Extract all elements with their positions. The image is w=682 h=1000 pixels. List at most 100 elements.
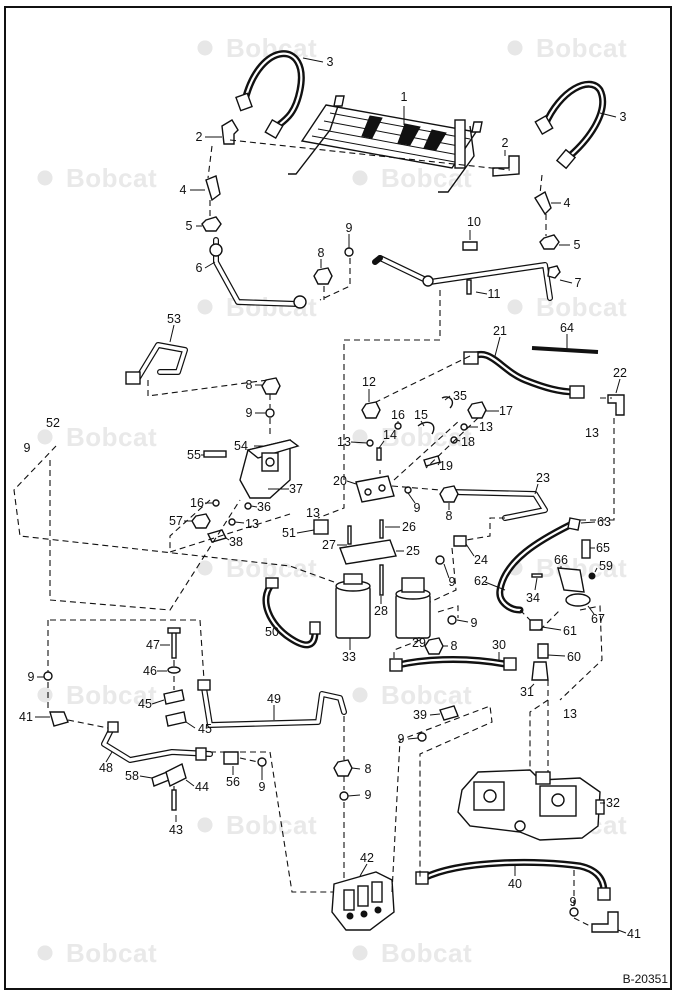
reference-number: B-20351 bbox=[622, 972, 668, 986]
callout-8: 8 bbox=[450, 638, 458, 653]
callout-4: 4 bbox=[563, 195, 571, 210]
callout-48: 48 bbox=[99, 760, 113, 775]
callout-3: 3 bbox=[619, 109, 627, 124]
callout-49: 49 bbox=[267, 691, 281, 706]
callout-66: 66 bbox=[554, 552, 568, 567]
elbow-22 bbox=[607, 378, 625, 416]
callout-29: 29 bbox=[412, 635, 426, 650]
callout-60: 60 bbox=[567, 649, 581, 664]
callout-63: 63 bbox=[597, 514, 611, 529]
filter-29 bbox=[395, 577, 431, 639]
callout-22: 22 bbox=[613, 365, 627, 380]
callout-45: 45 bbox=[198, 721, 212, 736]
callout-55: 55 bbox=[187, 447, 201, 462]
plug-8-upper bbox=[313, 234, 354, 285]
callout-9: 9 bbox=[27, 669, 35, 684]
callout-30: 30 bbox=[492, 637, 506, 652]
callout-9: 9 bbox=[397, 731, 405, 746]
callout-53: 53 bbox=[167, 311, 181, 326]
callout-9: 9 bbox=[364, 787, 372, 802]
callout-16: 16 bbox=[190, 495, 204, 510]
tube-48 bbox=[35, 671, 213, 763]
routing-lines bbox=[13, 139, 615, 927]
callout-42: 42 bbox=[360, 850, 374, 865]
callout-25: 25 bbox=[406, 543, 420, 558]
hose-40 bbox=[415, 858, 611, 901]
callout-46: 46 bbox=[143, 663, 157, 678]
callout-36: 36 bbox=[257, 499, 271, 514]
callout-4: 4 bbox=[179, 182, 187, 197]
callout-9: 9 bbox=[569, 894, 577, 909]
callout-16: 16 bbox=[391, 407, 405, 422]
clamp-stack bbox=[151, 627, 196, 729]
callout-31: 31 bbox=[520, 684, 534, 699]
callout-9: 9 bbox=[23, 440, 31, 455]
callout-41: 41 bbox=[627, 926, 641, 941]
callout-24: 24 bbox=[474, 552, 488, 567]
callout-56: 56 bbox=[226, 774, 240, 789]
hose-3-right bbox=[534, 80, 617, 170]
valve-block-20 bbox=[346, 389, 499, 504]
callout-9: 9 bbox=[448, 574, 456, 589]
callout-27: 27 bbox=[322, 537, 336, 552]
callout-9: 9 bbox=[245, 405, 253, 420]
callout-8: 8 bbox=[317, 245, 325, 260]
callout-34: 34 bbox=[526, 590, 540, 605]
elbow-41-lower bbox=[569, 907, 627, 934]
bracket-25 bbox=[296, 519, 404, 604]
callout-5: 5 bbox=[185, 218, 193, 233]
callout-47: 47 bbox=[146, 637, 160, 652]
callout-3: 3 bbox=[326, 54, 334, 69]
hose-30 bbox=[389, 615, 549, 689]
callout-14: 14 bbox=[383, 427, 397, 442]
callout-13: 13 bbox=[337, 434, 351, 449]
callout-39: 39 bbox=[413, 707, 427, 722]
callout-13: 13 bbox=[245, 516, 259, 531]
control-valve-42 bbox=[331, 863, 395, 931]
fitting-53 bbox=[125, 324, 188, 385]
callout-40: 40 bbox=[508, 876, 522, 891]
hose-50 bbox=[262, 577, 321, 649]
callout-5: 5 bbox=[573, 237, 581, 252]
callout-43: 43 bbox=[169, 822, 183, 837]
tube-23 bbox=[439, 483, 548, 521]
callout-41: 41 bbox=[19, 709, 33, 724]
callout-20: 20 bbox=[333, 473, 347, 488]
callout-50: 50 bbox=[265, 624, 279, 639]
callout-2: 2 bbox=[501, 135, 509, 150]
callout-13: 13 bbox=[563, 706, 577, 721]
hydraulic-pump-32 bbox=[457, 769, 605, 841]
callout-45: 45 bbox=[138, 696, 152, 711]
filter-33 bbox=[335, 573, 371, 650]
elbow-fittings-upper bbox=[190, 119, 570, 250]
callout-21: 21 bbox=[493, 323, 507, 338]
callout-8: 8 bbox=[364, 761, 372, 776]
fitting-39 bbox=[407, 705, 459, 742]
callout-6: 6 bbox=[195, 260, 203, 275]
callout-35: 35 bbox=[453, 388, 467, 403]
callout-17: 17 bbox=[499, 403, 513, 418]
callout-1: 1 bbox=[400, 89, 408, 104]
callout-54: 54 bbox=[234, 438, 248, 453]
sensor-assembly bbox=[484, 517, 598, 659]
callout-13: 13 bbox=[585, 425, 599, 440]
callout-58: 58 bbox=[125, 768, 139, 783]
callout-9: 9 bbox=[470, 615, 478, 630]
callout-9: 9 bbox=[345, 220, 353, 235]
callout-26: 26 bbox=[402, 519, 416, 534]
callout-64: 64 bbox=[560, 320, 574, 335]
valve-54 bbox=[184, 377, 300, 543]
callout-33: 33 bbox=[342, 649, 356, 664]
callout-15: 15 bbox=[414, 407, 428, 422]
callout-38: 38 bbox=[229, 534, 243, 549]
callout-11: 11 bbox=[487, 286, 501, 301]
callout-19: 19 bbox=[439, 458, 453, 473]
page-border bbox=[4, 6, 672, 990]
callout-13: 13 bbox=[306, 505, 320, 520]
bar-64 bbox=[531, 334, 599, 354]
callout-18: 18 bbox=[461, 434, 475, 449]
oil-cooler bbox=[288, 95, 483, 193]
callout-57: 57 bbox=[169, 513, 183, 528]
